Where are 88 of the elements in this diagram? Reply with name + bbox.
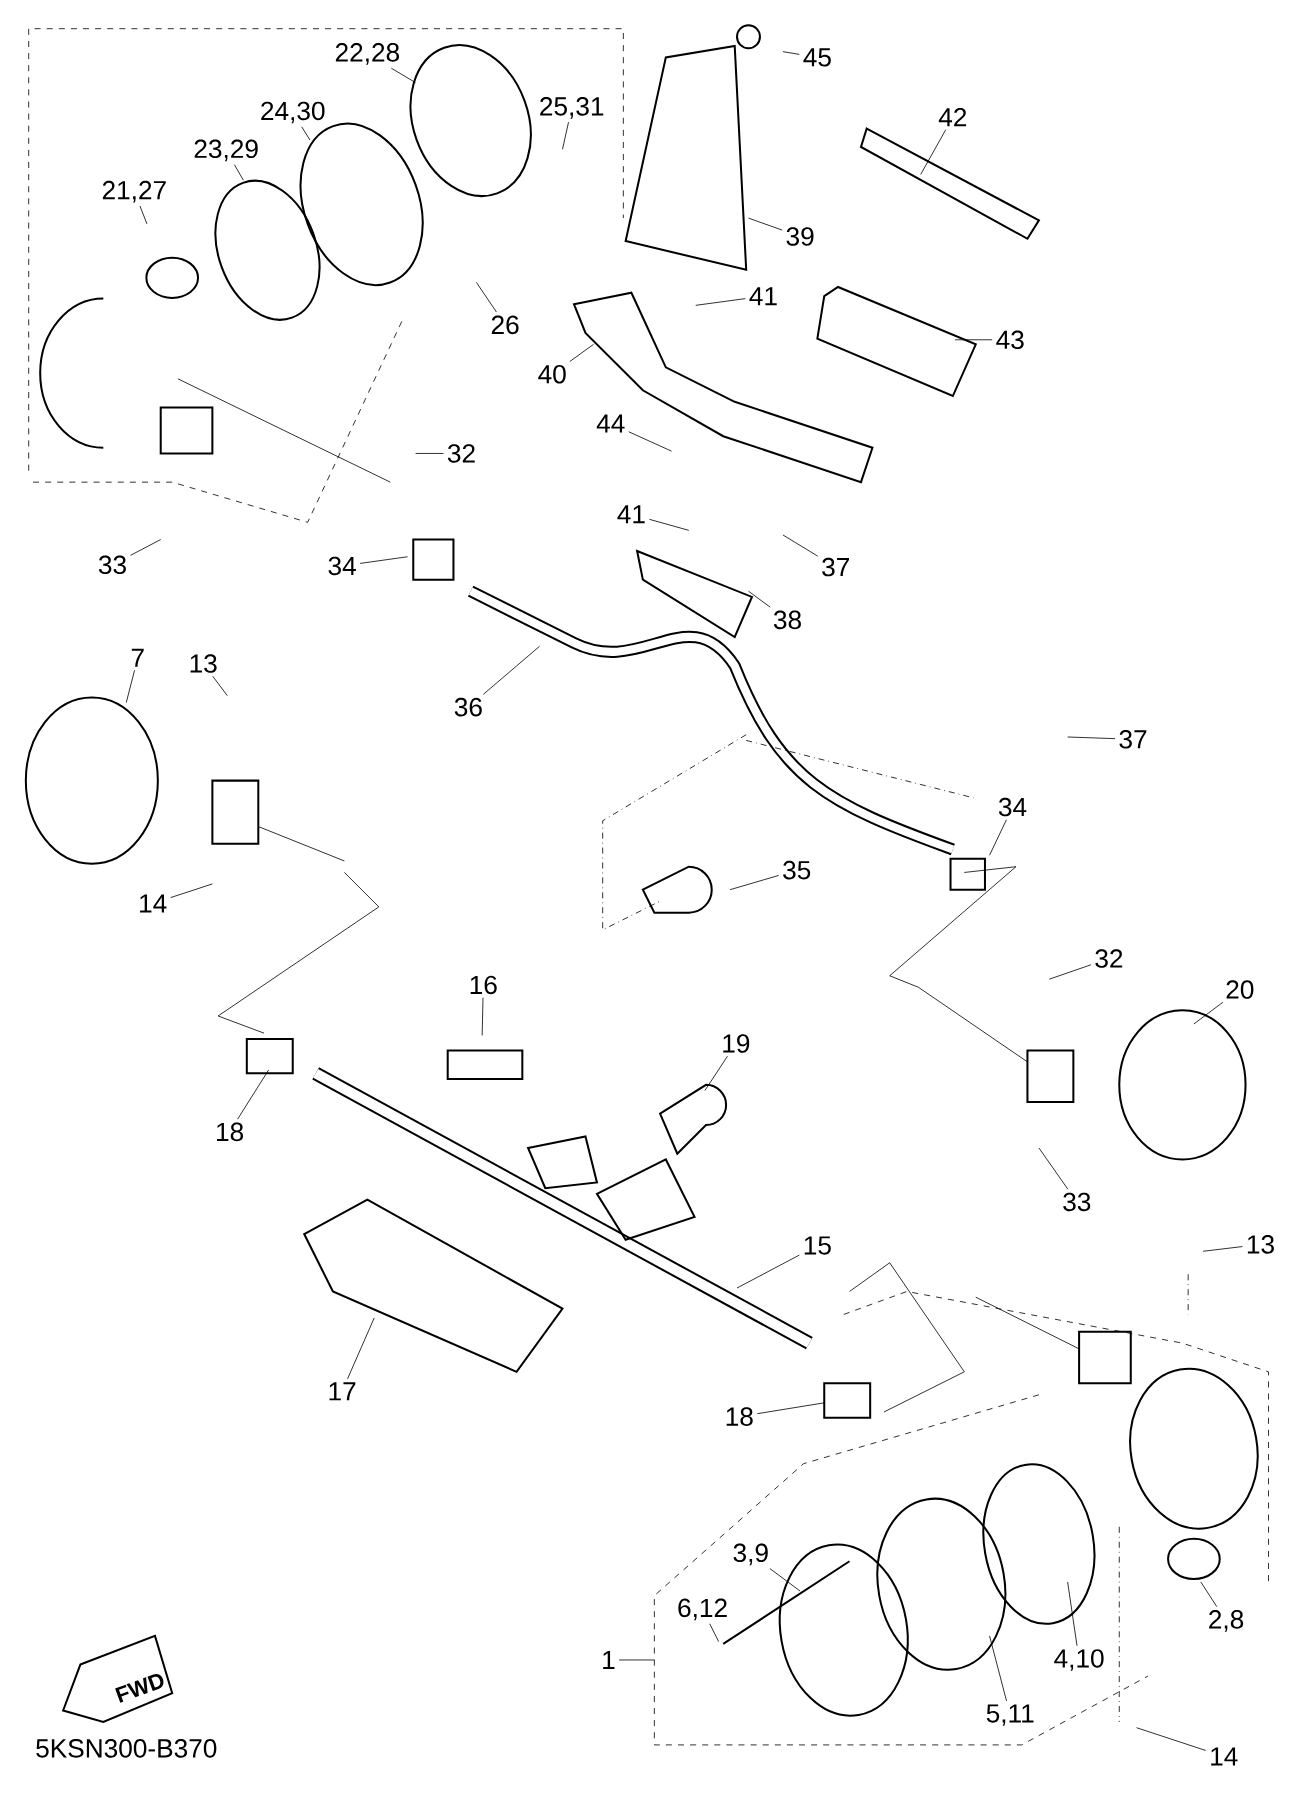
leader-line <box>234 164 244 181</box>
leader-line <box>125 669 136 703</box>
callout-number: 41 <box>617 505 645 524</box>
leader-line <box>989 1635 1008 1702</box>
leader-line <box>729 875 780 891</box>
leader-line <box>1067 1581 1078 1647</box>
callout-number: 17 <box>329 1382 356 1401</box>
callout-number: 41 <box>749 287 777 306</box>
leader-line <box>1048 964 1092 980</box>
callout-number: 1 <box>603 1650 615 1669</box>
leader-line <box>695 298 746 306</box>
leader-line <box>359 556 409 564</box>
callout-number: 36 <box>454 697 482 717</box>
leader-line <box>130 539 162 556</box>
leader-line <box>628 431 673 452</box>
callout-number: 34 <box>999 797 1027 817</box>
leader-line <box>1038 1147 1069 1190</box>
leader-line <box>920 129 947 175</box>
callout-number: 32 <box>448 444 475 463</box>
callout-number: 19 <box>723 1034 750 1053</box>
leader-line <box>649 518 690 531</box>
callout-number: 23,29 <box>194 139 258 162</box>
leader-line <box>704 1055 728 1091</box>
callout-number: 33 <box>1063 1192 1091 1212</box>
callout-number: 6,12 <box>678 1598 727 1621</box>
callout-number: 16 <box>470 975 497 995</box>
callout-number: 37 <box>1119 730 1147 749</box>
callout-number: 13 <box>1248 1235 1274 1254</box>
callout-number: 20 <box>1226 980 1254 999</box>
leader-line <box>748 590 771 608</box>
leader-line <box>618 1659 655 1661</box>
leader-line <box>1200 1581 1218 1608</box>
part-code: 5KSN300-B370 <box>36 1739 217 1758</box>
leader-line <box>562 121 570 150</box>
callout-number: 34 <box>328 556 356 576</box>
callout-number: 3,9 <box>733 1543 768 1566</box>
callout-number: 7 <box>131 648 144 667</box>
leader-line <box>782 534 819 557</box>
direction-label: FWD <box>115 1674 164 1703</box>
callout-number: 14 <box>1211 1747 1238 1766</box>
callout-number: 4,10 <box>1054 1649 1104 1671</box>
leader-line <box>237 1069 270 1120</box>
callout-number: 13 <box>190 654 217 673</box>
leader-line <box>769 1568 801 1592</box>
leader-line <box>415 453 444 454</box>
leader-line <box>989 819 1007 856</box>
callout-number: 14 <box>140 894 167 913</box>
callout-number: 2,8 <box>1209 1610 1244 1632</box>
leader-line <box>782 51 800 55</box>
callout-number: 35 <box>783 860 811 880</box>
callout-number: 21,27 <box>102 180 166 203</box>
leader-line <box>1193 1001 1224 1025</box>
callout-number: 24,30 <box>261 101 325 124</box>
leader-line <box>301 126 311 141</box>
callout-number: 38 <box>774 610 802 630</box>
leader-line <box>1067 736 1116 740</box>
leader-line <box>476 282 498 313</box>
callout-number: 33 <box>99 555 127 575</box>
callout-number: 44 <box>596 414 625 433</box>
leader-line <box>1136 1727 1207 1751</box>
callout-number: 43 <box>996 330 1024 350</box>
callout-number: 18 <box>217 1122 244 1142</box>
callout-number: 32 <box>1095 949 1123 968</box>
leader-line <box>170 883 213 898</box>
leader-line <box>139 205 148 225</box>
callout-number: 15 <box>804 1236 831 1255</box>
callout-number: 5,11 <box>986 1704 1034 1726</box>
leader-line <box>757 1402 825 1415</box>
leader-line <box>482 645 541 695</box>
leader-line <box>736 1254 800 1289</box>
callout-number: 37 <box>822 557 850 577</box>
leader-line <box>481 997 484 1036</box>
callout-number: 45 <box>803 48 831 67</box>
leader-line <box>347 1317 375 1380</box>
leader-line <box>748 217 783 231</box>
leader-line <box>954 339 993 341</box>
callout-number: 39 <box>786 227 814 246</box>
leader-line <box>569 343 594 362</box>
leader-line <box>212 675 228 697</box>
callout-number: 42 <box>938 107 967 127</box>
leader-line <box>709 1623 720 1642</box>
callout-number: 22,28 <box>335 43 400 65</box>
callout-number: 25,31 <box>540 97 604 119</box>
leader-line <box>391 67 417 84</box>
callout-number: 18 <box>726 1407 753 1426</box>
callout-number: 26 <box>491 315 519 335</box>
leader-line <box>1202 1246 1243 1252</box>
callout-number: 40 <box>538 364 566 384</box>
